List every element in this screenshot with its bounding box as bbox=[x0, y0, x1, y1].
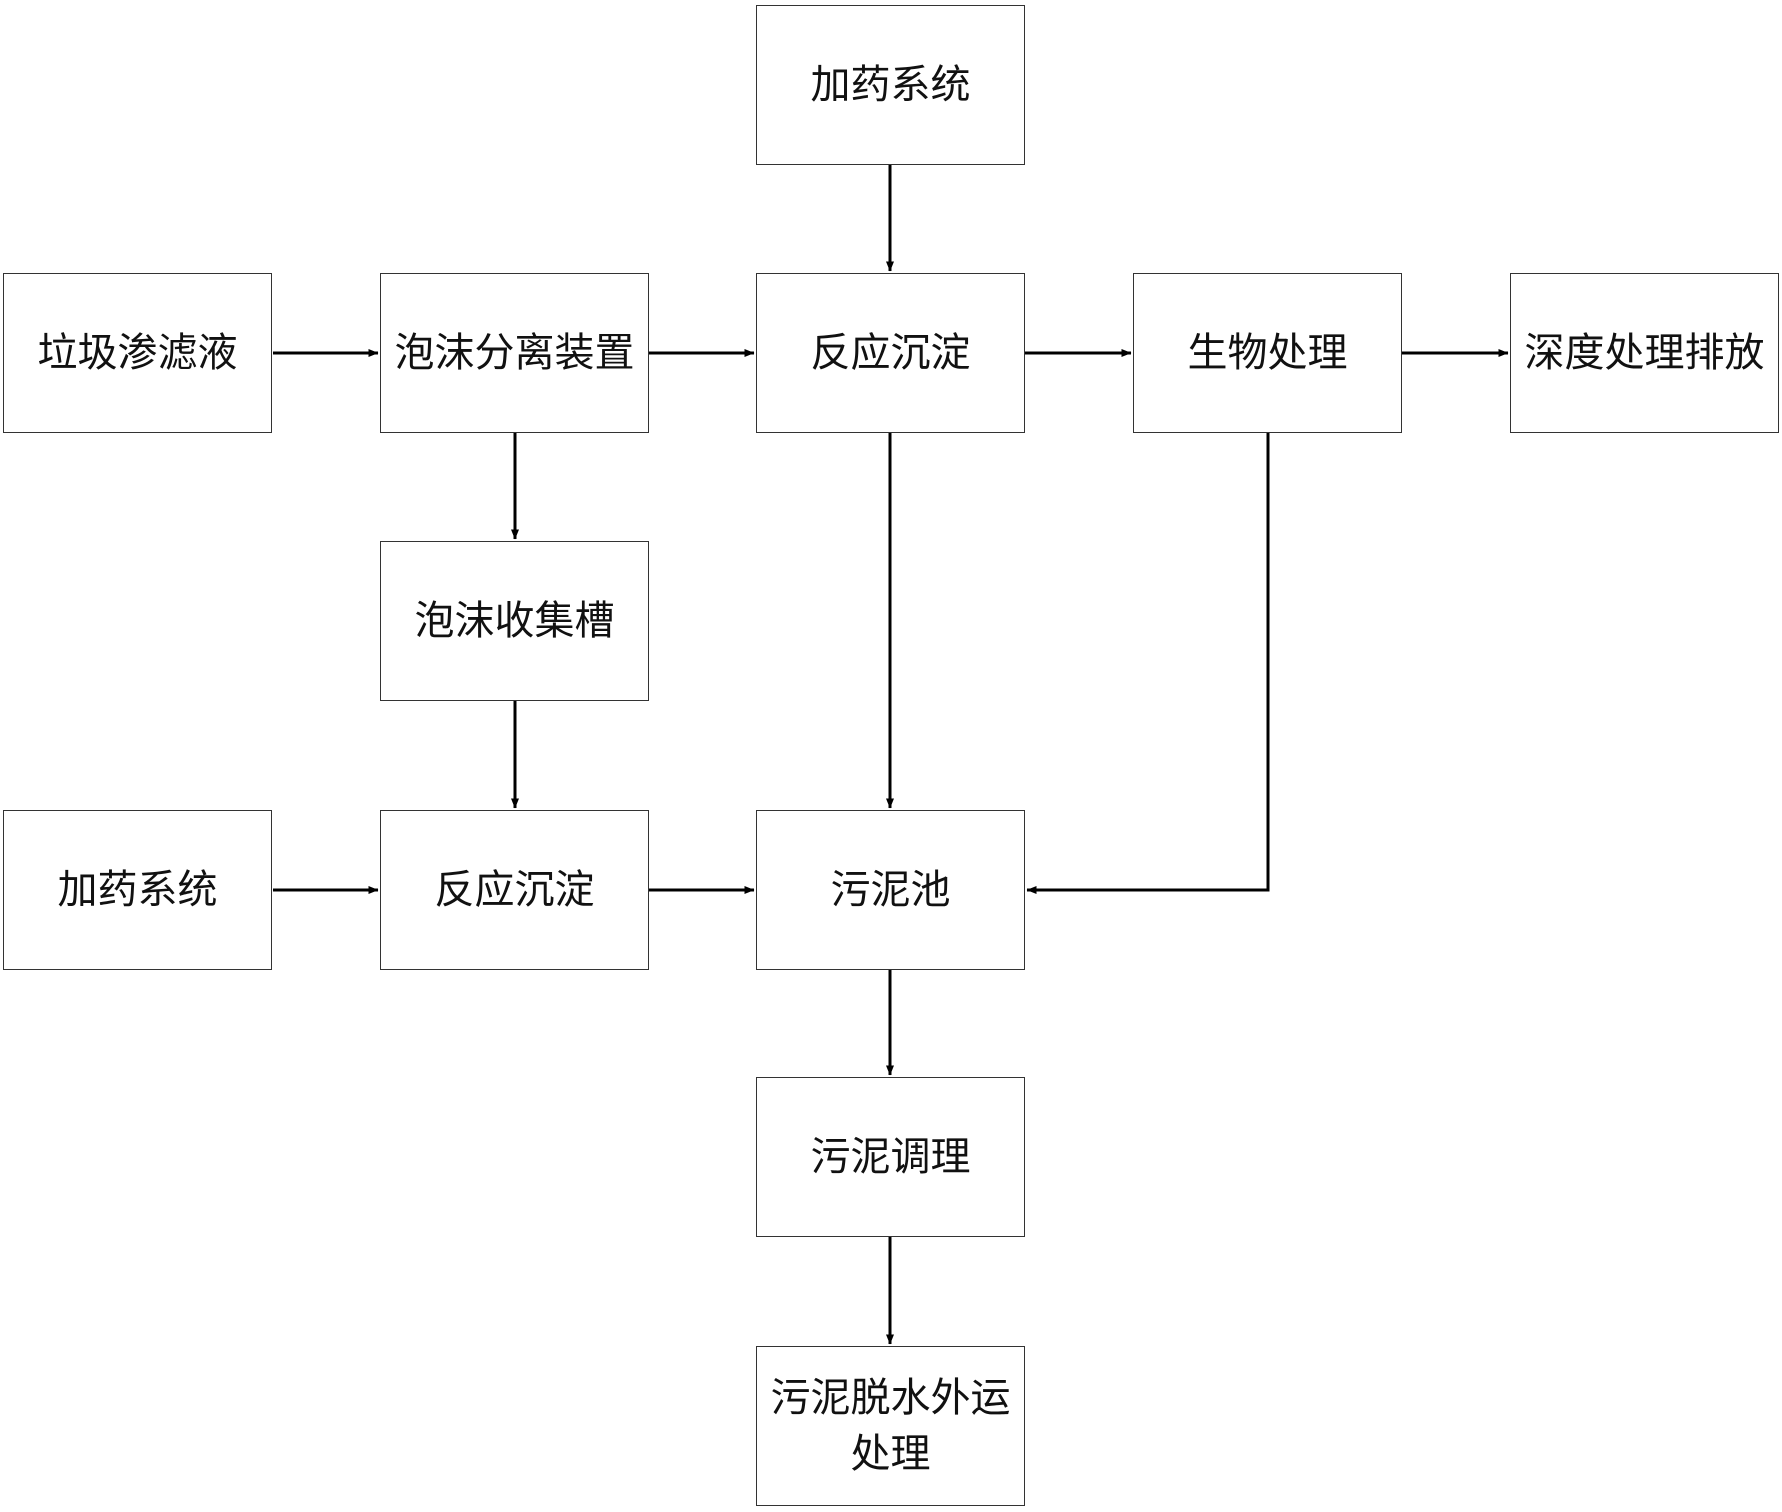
sludge-dewatering-transport-label: 污泥脱水外运处理 bbox=[770, 1375, 1011, 1477]
reaction-sedimentation-node-bottom: 反应沉淀 bbox=[380, 810, 649, 970]
sludge-conditioning-label: 污泥调理 bbox=[810, 1134, 971, 1180]
dosing-system-node-bottom: 加药系统 bbox=[3, 810, 272, 970]
advanced-treatment-discharge-node: 深度处理排放 bbox=[1510, 273, 1779, 433]
advanced-treatment-discharge-label: 深度处理排放 bbox=[1524, 330, 1765, 376]
foam-separation-label: 泡沫分离装置 bbox=[394, 330, 635, 376]
foam-separation-node: 泡沫分离装置 bbox=[380, 273, 649, 433]
biological-treatment-label: 生物处理 bbox=[1187, 330, 1348, 376]
reaction-sedimentation-label-top: 反应沉淀 bbox=[810, 330, 971, 376]
biological-treatment-node: 生物处理 bbox=[1133, 273, 1402, 433]
sludge-dewatering-transport-node: 污泥脱水外运处理 bbox=[756, 1346, 1025, 1506]
reaction-sedimentation-node-top: 反应沉淀 bbox=[756, 273, 1025, 433]
sludge-conditioning-node: 污泥调理 bbox=[756, 1077, 1025, 1237]
reaction-sedimentation-label-bottom: 反应沉淀 bbox=[434, 867, 595, 913]
leachate-label: 垃圾渗滤液 bbox=[37, 330, 238, 376]
dosing-system-label-top: 加药系统 bbox=[810, 62, 971, 108]
dosing-system-node-top: 加药系统 bbox=[756, 5, 1025, 165]
foam-collection-tank-label: 泡沫收集槽 bbox=[414, 598, 615, 644]
dosing-system-label-bottom: 加药系统 bbox=[57, 867, 218, 913]
leachate-node: 垃圾渗滤液 bbox=[3, 273, 272, 433]
sludge-tank-label: 污泥池 bbox=[830, 867, 951, 913]
sludge-tank-node: 污泥池 bbox=[756, 810, 1025, 970]
arrow-n4-to-n10 bbox=[1026, 433, 1270, 894]
foam-collection-tank-node: 泡沫收集槽 bbox=[380, 541, 649, 701]
